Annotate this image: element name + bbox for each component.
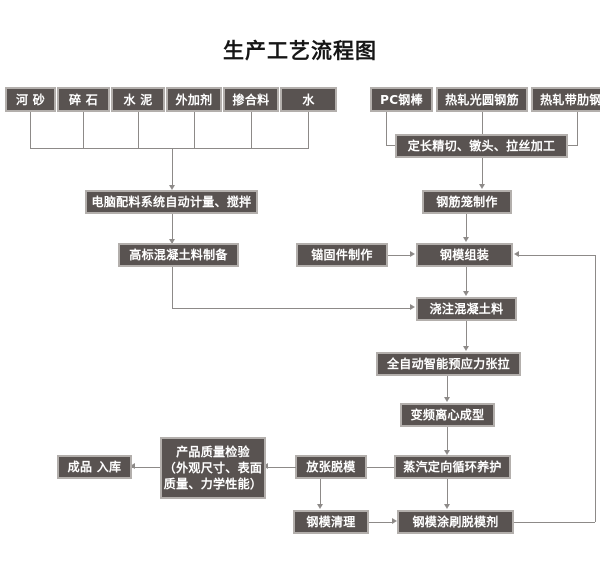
connector-pcbar-stem [386, 112, 387, 145]
arrow-into-cage [479, 184, 485, 189]
node-label: 钢模清理 [306, 515, 356, 529]
node-tension[interactable]: 全自动智能预应力张拉 [376, 352, 521, 376]
connector-cage-to-mold [466, 214, 467, 238]
connector-batching-to-prep [172, 214, 173, 244]
node-raw-admixture[interactable]: 外加剂 [166, 87, 222, 112]
arrow-into-batching [169, 185, 175, 190]
connector-sand-stem [30, 112, 31, 148]
connector-prep-to-pour [172, 308, 411, 309]
connector-water-stem [308, 112, 309, 148]
connector-pour-to-tension [466, 321, 467, 347]
node-label: 热轧光圆钢筋 [445, 92, 519, 107]
connector-anchor-to-mold [388, 255, 411, 256]
node-raw-water[interactable]: 水 [280, 87, 337, 112]
arrow-into-curing [444, 450, 450, 455]
node-raw-blend[interactable]: 掺合料 [223, 87, 279, 112]
arrow-into-mold-clean [317, 504, 323, 509]
node-warehouse[interactable]: 成品 入库 [57, 455, 132, 479]
node-label: 蒸汽定向循环养护 [403, 460, 502, 474]
connector-feedback-out [514, 522, 595, 523]
connector-tension-to-centrifugal [447, 376, 448, 398]
arrow-into-mold-assembly [463, 237, 469, 242]
node-label: 河 砂 [15, 92, 46, 107]
connector-feedback-up [595, 255, 596, 522]
connector-ribbed-elbow [568, 145, 578, 146]
node-concrete-prep[interactable]: 高标混凝土料制备 [118, 243, 239, 267]
node-batching[interactable]: 电脑配料系统自动计量、搅拌 [85, 190, 258, 214]
node-inspection[interactable]: 产品质量检验 （外观尺寸、表面 质量、力学性能） [160, 437, 266, 499]
node-label: 外加剂 [175, 92, 213, 107]
node-anchor[interactable]: 锚固件制作 [296, 243, 388, 267]
arrow-into-mold-assembly-feedback [514, 251, 519, 257]
connector-curing-to-release [447, 479, 448, 505]
connector-mold-to-pour [466, 267, 467, 291]
node-label: 定长精切、镦头、拉丝加工 [407, 139, 556, 153]
connector-cutting-to-cage [482, 158, 483, 185]
node-label: 钢模涂刷脱模剂 [412, 515, 499, 529]
connector-clean-to-release [369, 522, 393, 523]
node-label-line-1: 产品质量检验 [176, 445, 250, 459]
node-label: 热轧带肋钢筋 [540, 92, 600, 107]
node-raw-gravel[interactable]: 碎 石 [57, 87, 110, 112]
connector-feedback-in [519, 255, 595, 256]
connector-admixture-stem [194, 112, 195, 148]
node-centrifugal[interactable]: 变频离心成型 [400, 403, 495, 427]
connector-raw-bus-down [172, 148, 173, 187]
node-label: 放张脱模 [306, 460, 356, 474]
node-mold-release[interactable]: 钢模涂刷脱模剂 [397, 510, 514, 534]
arrow-into-pour-from-prep [410, 304, 415, 310]
node-label: 水 [302, 92, 315, 107]
connector-ribbed-stem [577, 112, 578, 145]
connector-centrifugal-to-curing [447, 427, 448, 451]
node-label: 钢筋笼制作 [436, 195, 498, 209]
node-label: 变频离心成型 [410, 408, 485, 422]
node-label: 碎 石 [68, 92, 99, 107]
connector-gravel-stem [83, 112, 84, 148]
arrow-into-mold-release [444, 504, 450, 509]
node-label: 电脑配料系统自动计量、搅拌 [91, 195, 252, 209]
node-label: 掺合料 [232, 92, 270, 107]
node-label: 全自动智能预应力张拉 [386, 357, 510, 371]
node-label: 钢模组装 [439, 248, 490, 262]
node-label: 水 泥 [123, 92, 153, 107]
page-title: 生产工艺流程图 [223, 39, 377, 63]
arrow-into-tension [463, 346, 469, 351]
node-label: 浇注混凝土料 [429, 302, 504, 316]
node-cutting[interactable]: 定长精切、镦头、拉丝加工 [395, 134, 568, 158]
node-curing[interactable]: 蒸汽定向循环养护 [394, 455, 511, 479]
connector-inspection-to-warehouse [132, 467, 160, 468]
node-mold-assembly[interactable]: 钢模组装 [416, 243, 513, 267]
arrow-into-warehouse [130, 463, 135, 469]
node-label-line-3: 质量、力学性能） [163, 477, 263, 491]
connector-cement-stem [138, 112, 139, 148]
node-raw-cement[interactable]: 水 泥 [111, 87, 165, 112]
node-label: 高标混凝土料制备 [129, 248, 228, 262]
connector-demold-to-inspection [265, 467, 296, 468]
node-demold[interactable]: 放张脱模 [295, 455, 367, 479]
arrow-into-centrifugal [444, 397, 450, 402]
connector-blend-stem [251, 112, 252, 148]
arrow-into-concrete-prep [169, 239, 175, 244]
node-label: PC钢棒 [380, 92, 423, 107]
node-label-line-2: （外观尺寸、表面 [163, 461, 263, 475]
node-pour[interactable]: 浇注混凝土料 [416, 297, 517, 321]
node-steel-plain[interactable]: 热轧光圆钢筋 [436, 87, 528, 112]
node-label: 成品 入库 [67, 460, 122, 474]
connector-prep-down [172, 267, 173, 308]
connector-demold-to-clean [320, 479, 321, 505]
arrow-into-pour [463, 291, 469, 296]
node-label: 锚固件制作 [311, 248, 373, 262]
connector-raw-bus [30, 148, 309, 149]
node-mold-clean[interactable]: 钢模清理 [293, 510, 369, 534]
node-raw-sand[interactable]: 河 砂 [5, 87, 56, 112]
arrow-into-mold-release-from-clean [392, 518, 397, 524]
node-steel-ribbed[interactable]: 热轧带肋钢筋 [531, 87, 600, 112]
connector-plain-stem [482, 112, 483, 134]
node-steel-pc-bar[interactable]: PC钢棒 [370, 87, 433, 112]
arrow-into-mold-from-anchor [410, 251, 415, 257]
connector-pcbar-elbow [386, 145, 395, 146]
node-cage[interactable]: 钢筋笼制作 [422, 190, 512, 214]
